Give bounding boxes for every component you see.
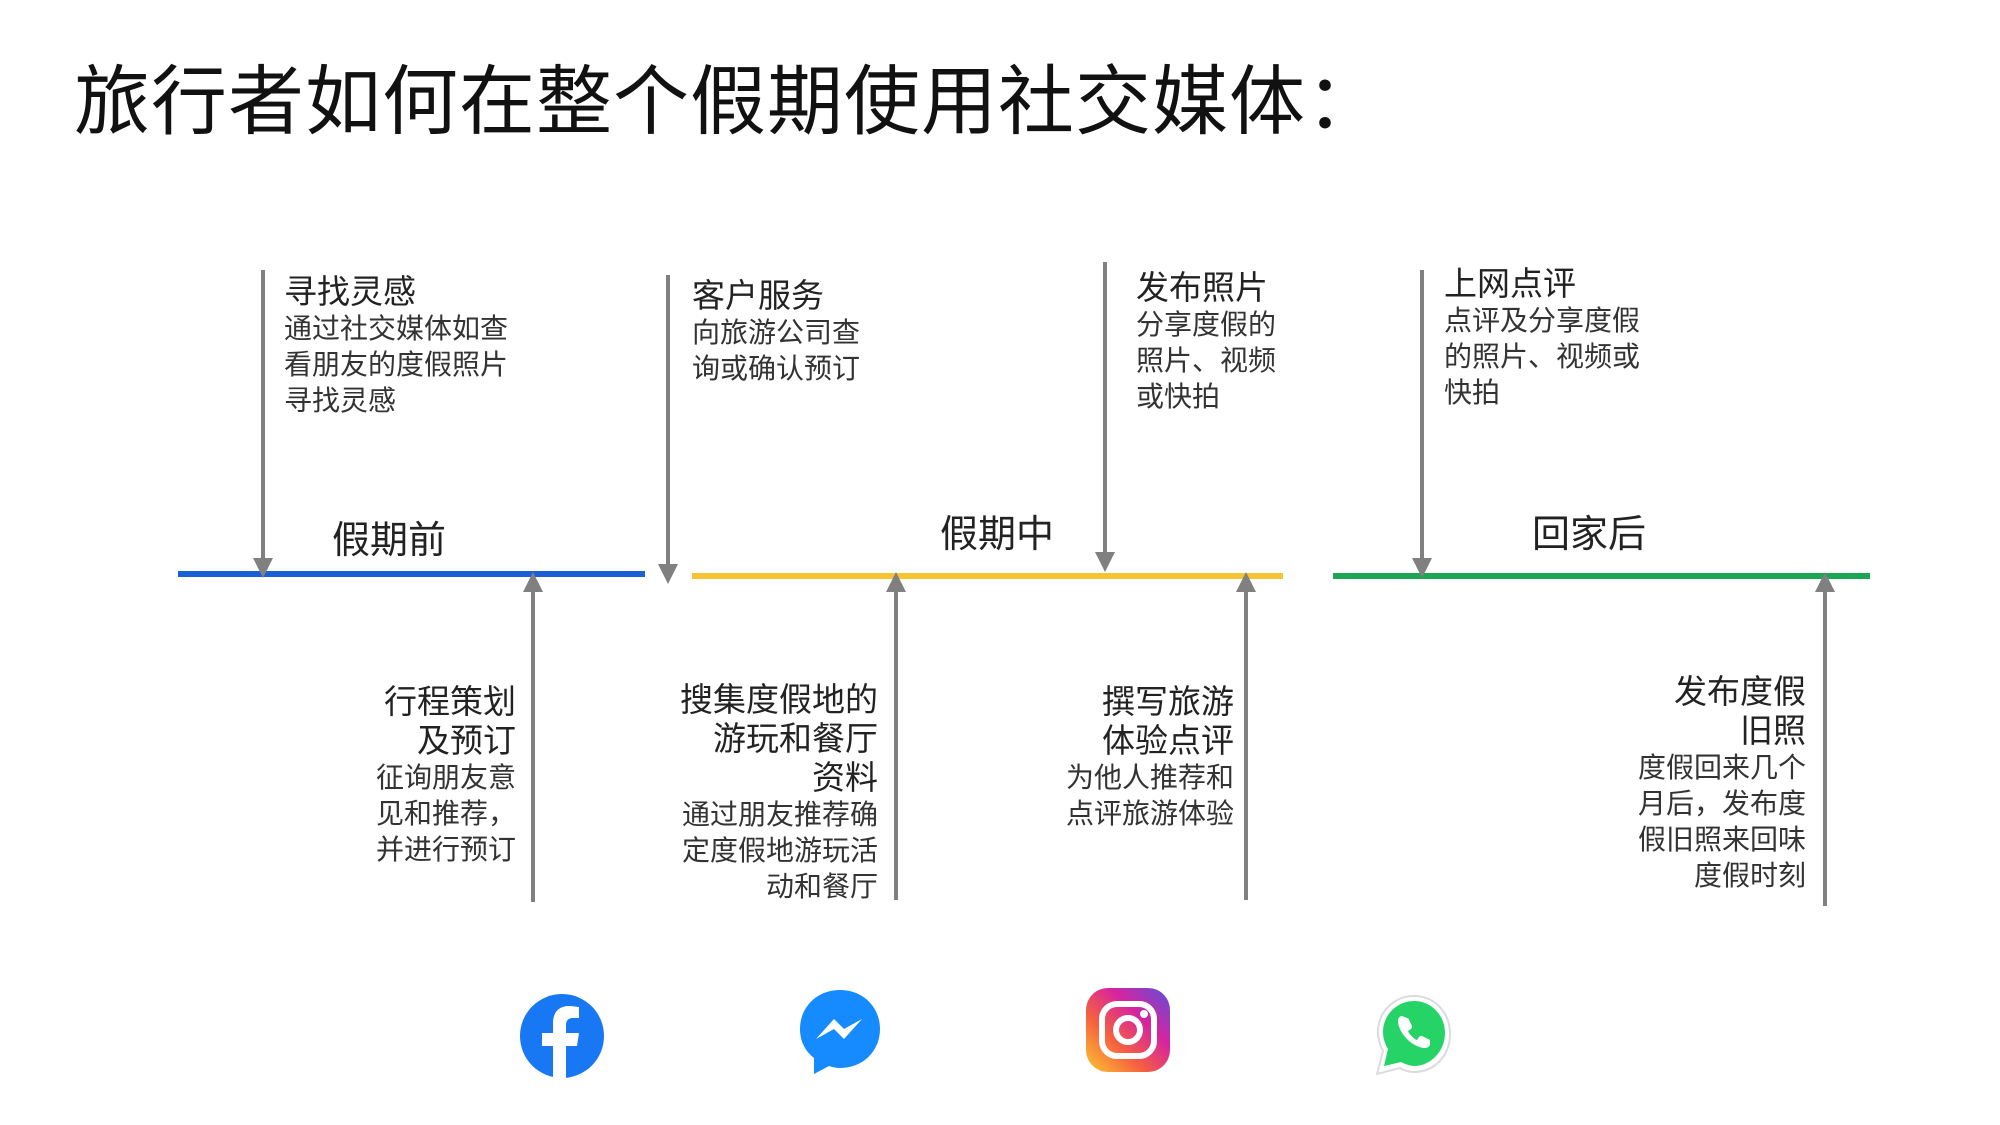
phase-label-after: 回家后 (1532, 512, 1647, 556)
note-head: 上网点评 (1444, 264, 1576, 303)
note-body: 通过社交媒体如查 看朋友的度假照片 寻找灵感 (284, 311, 508, 419)
note-line: 征询朋友意 (375, 761, 516, 794)
note-line: 搜集度假地的 (680, 680, 878, 719)
note-line: 游玩和餐厅 (713, 719, 878, 758)
facebook-icon (520, 994, 604, 1080)
note-online-review: 上网点评 点评及分享度假 的照片、视频或 快拍 (1444, 264, 1640, 411)
note-old-photos: 发布度假 旧照 度假回来几个 月后，发布度 假旧照来回味 度假时刻 (1638, 672, 1806, 894)
note-body: 度假回来几个 月后，发布度 假旧照来回味 度假时刻 (1638, 750, 1806, 894)
note-line: 通过朋友推荐确 (681, 798, 878, 831)
note-head: 行程策划 及预订 (376, 682, 516, 760)
note-head: 发布度假 旧照 (1638, 672, 1806, 750)
note-body: 通过朋友推荐确 定度假地游玩活 动和餐厅 (680, 797, 878, 905)
note-line: 询或确认预订 (692, 352, 861, 385)
note-body: 为他人推荐和 点评旅游体验 (1066, 760, 1234, 832)
note-line: 假旧照来回味 (1637, 823, 1806, 856)
note-planning: 行程策划 及预订 征询朋友意 见和推荐， 并进行预订 (376, 682, 516, 868)
note-line: 定度假地游玩活 (681, 834, 878, 867)
note-line: 资料 (812, 758, 878, 797)
note-head: 发布照片 (1136, 268, 1268, 307)
note-line: 快拍 (1444, 376, 1501, 409)
messenger-icon (800, 990, 880, 1074)
note-head: 搜集度假地的 游玩和餐厅 资料 (680, 680, 878, 797)
note-head: 寻找灵感 (284, 272, 416, 311)
phase-label-during: 假期中 (940, 512, 1055, 556)
note-line: 体验点评 (1102, 721, 1234, 760)
whatsapp-icon (1375, 994, 1452, 1076)
page-title: 旅行者如何在整个假期使用社交媒体： (74, 57, 1383, 146)
note-body: 点评及分享度假 的照片、视频或 快拍 (1444, 303, 1640, 411)
note-line: 度假时刻 (1693, 859, 1806, 892)
note-line: 分享度假的 (1136, 308, 1277, 341)
note-line: 为他人推荐和 (1065, 761, 1234, 794)
note-line: 动和餐厅 (765, 870, 878, 903)
note-line: 点评旅游体验 (1065, 797, 1234, 830)
note-body: 向旅游公司查 询或确认预订 (692, 315, 860, 387)
note-line: 看朋友的度假照片 (284, 348, 509, 381)
note-line: 向旅游公司查 (692, 316, 861, 349)
note-line: 或快拍 (1136, 380, 1221, 413)
note-line: 撰写旅游 (1102, 682, 1234, 721)
note-line: 度假回来几个 (1637, 751, 1806, 784)
note-post-photos: 发布照片 分享度假的 照片、视频 或快拍 (1136, 268, 1276, 415)
note-line: 并进行预订 (375, 833, 516, 866)
note-line: 寻找灵感 (284, 384, 397, 417)
note-line: 见和推荐， (375, 797, 516, 830)
note-head: 客户服务 (692, 276, 824, 315)
note-customer-service: 客户服务 向旅游公司查 询或确认预订 (692, 276, 860, 387)
note-body: 征询朋友意 见和推荐， 并进行预订 (376, 760, 516, 868)
note-line: 照片、视频 (1136, 344, 1277, 377)
note-line: 旧照 (1740, 711, 1806, 750)
note-line: 月后，发布度 (1637, 787, 1806, 820)
note-inspiration: 寻找灵感 通过社交媒体如查 看朋友的度假照片 寻找灵感 (284, 272, 508, 419)
note-write-review: 撰写旅游 体验点评 为他人推荐和 点评旅游体验 (1066, 682, 1234, 832)
note-line: 行程策划 (384, 682, 516, 721)
note-research: 搜集度假地的 游玩和餐厅 资料 通过朋友推荐确 定度假地游玩活 动和餐厅 (680, 680, 878, 905)
note-line: 通过社交媒体如查 (284, 312, 509, 345)
note-line: 发布度假 (1674, 672, 1806, 711)
note-line: 及预订 (417, 721, 516, 760)
phase-label-before: 假期前 (332, 518, 447, 562)
note-head: 撰写旅游 体验点评 (1066, 682, 1234, 760)
note-body: 分享度假的 照片、视频 或快拍 (1136, 307, 1276, 415)
instagram-icon (1086, 988, 1170, 1072)
note-line: 的照片、视频或 (1444, 340, 1641, 373)
note-line: 点评及分享度假 (1444, 304, 1641, 337)
